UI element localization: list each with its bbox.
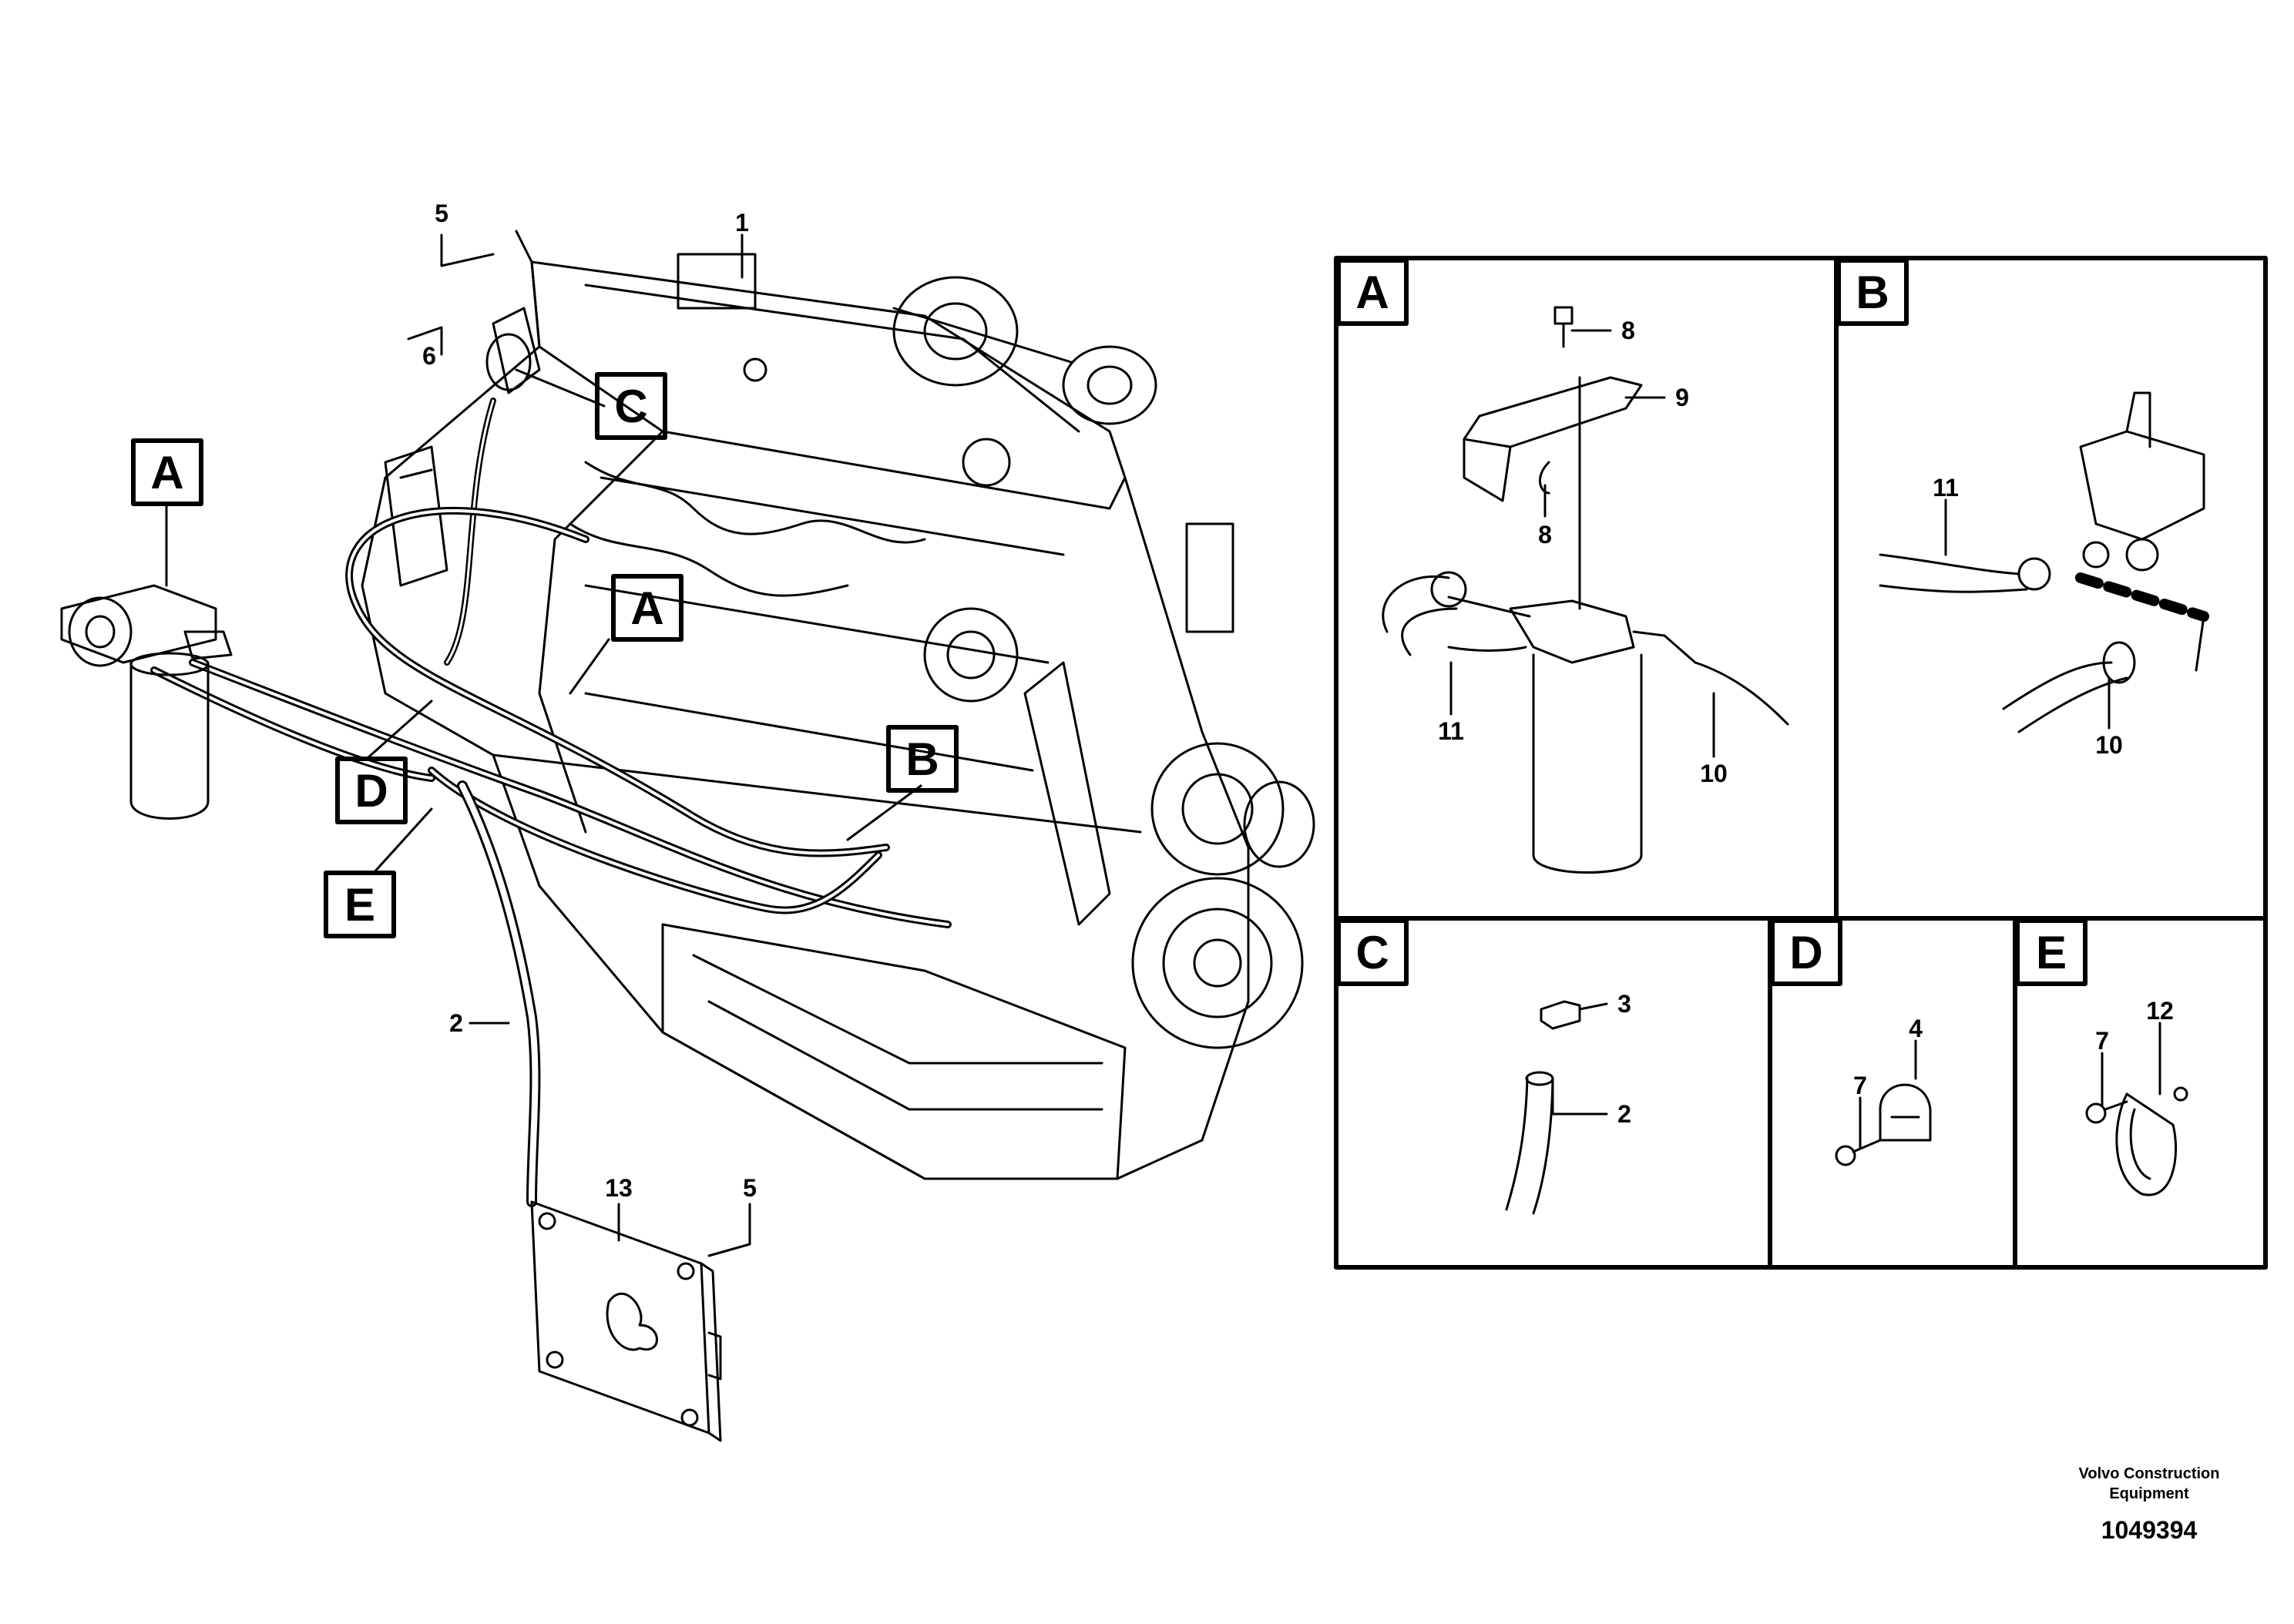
callout-e-12: 12 xyxy=(2146,997,2174,1025)
main-view-refs: A C A B D E xyxy=(150,381,939,931)
callout-c-2: 2 xyxy=(1617,1100,1631,1128)
callout-6: 6 xyxy=(422,342,436,370)
callout-a-8-top: 8 xyxy=(1621,317,1635,344)
view-ref-a-left: A xyxy=(150,447,183,498)
callout-1: 1 xyxy=(735,209,749,237)
fuel-hoses xyxy=(150,398,952,1207)
callout-a-8-bottom: 8 xyxy=(1538,521,1552,549)
main-callouts: 1 5 6 2 13 5 xyxy=(422,200,757,1202)
callout-2-main: 2 xyxy=(449,1009,463,1037)
document-number: 1049394 xyxy=(2101,1516,2198,1544)
detail-panels-frame xyxy=(1334,256,2268,1270)
engine-illustration xyxy=(361,230,1315,1180)
fuel-filter-assembly xyxy=(60,584,233,820)
callout-b-11: 11 xyxy=(1933,474,1959,502)
callout-13: 13 xyxy=(605,1174,633,1202)
leader-lines xyxy=(165,233,2161,1257)
callout-a-9: 9 xyxy=(1675,384,1689,411)
callout-5-top: 5 xyxy=(435,200,448,227)
detail-b-drawing xyxy=(1879,391,2209,733)
view-ref-c: C xyxy=(614,381,647,432)
detail-panel-titles: A B C D E xyxy=(1355,267,2067,978)
detail-a-drawing xyxy=(1382,306,1789,874)
view-ref-e: E xyxy=(344,879,375,931)
callout-b-10: 10 xyxy=(2095,731,2123,759)
view-ref-a-mid: A xyxy=(630,582,663,634)
callout-a-11: 11 xyxy=(1438,717,1464,745)
panel-title-a: A xyxy=(1355,267,1389,318)
panel-title-c: C xyxy=(1355,927,1389,978)
credit-line-1: Volvo Construction xyxy=(2079,1465,2220,1482)
credit-line-2: Equipment xyxy=(2109,1485,2189,1502)
callout-d-4: 4 xyxy=(1909,1015,1923,1042)
footer: Volvo Construction Equipment 1049394 xyxy=(2079,1465,2220,1544)
panel-title-b: B xyxy=(1856,267,1889,318)
view-ref-b: B xyxy=(905,733,939,785)
detail-d-drawing xyxy=(1835,1083,1932,1166)
detail-callouts: 8 9 8 11 10 11 10 3 2 4 7 12 7 xyxy=(1438,317,2174,1128)
callout-e-7: 7 xyxy=(2095,1027,2109,1055)
callout-5-bottom: 5 xyxy=(743,1174,757,1202)
ecu-unit xyxy=(530,1200,722,1442)
callout-a-10: 10 xyxy=(1700,760,1728,787)
view-ref-d: D xyxy=(354,765,388,817)
callout-d-7: 7 xyxy=(1853,1072,1867,1099)
panel-title-d: D xyxy=(1789,927,1822,978)
letter-boxes xyxy=(131,258,2087,986)
detail-c-drawing xyxy=(1505,1000,1581,1215)
detail-e-drawing xyxy=(2085,1086,2188,1196)
callout-c-3: 3 xyxy=(1617,990,1631,1018)
panel-title-e: E xyxy=(2036,927,2067,978)
